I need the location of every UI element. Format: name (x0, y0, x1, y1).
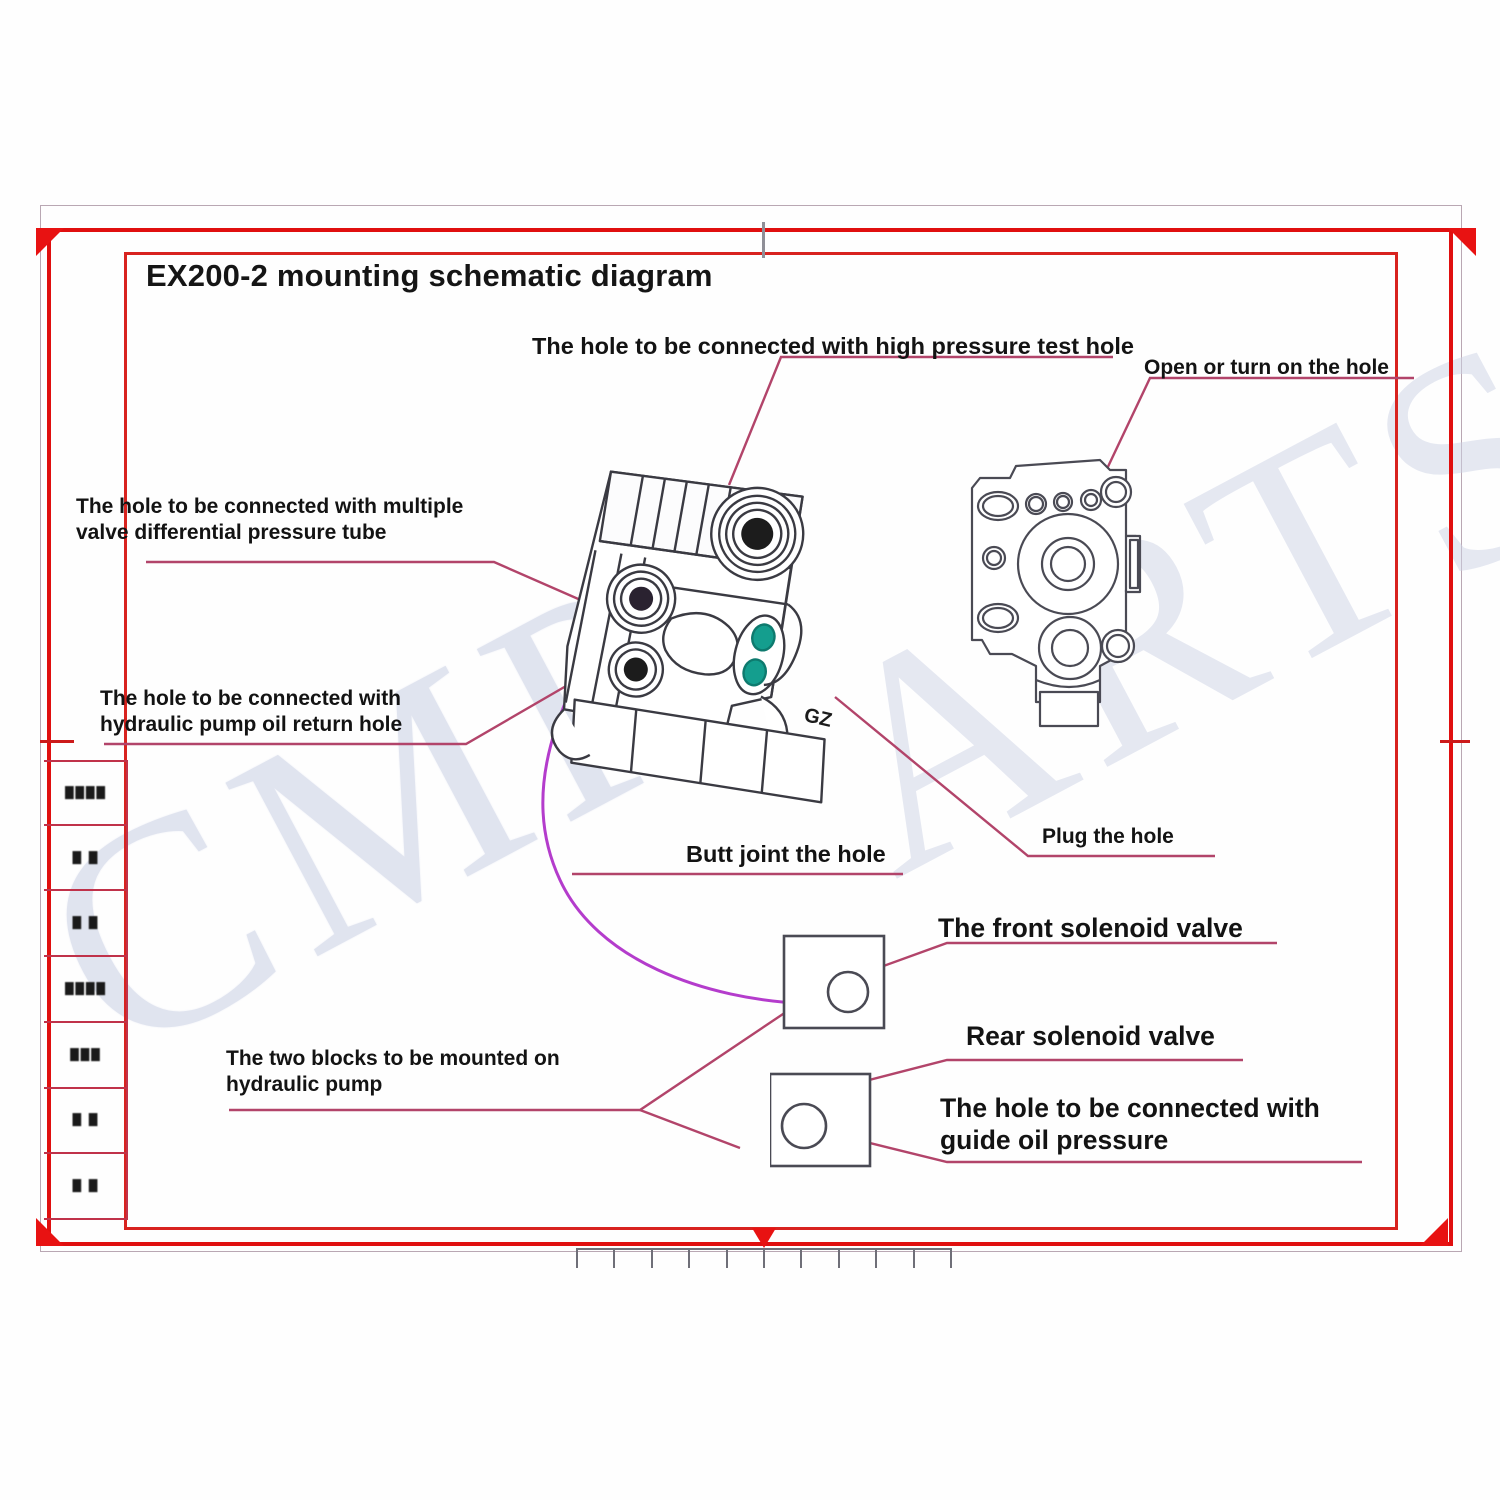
leader-multiple-valve (146, 560, 609, 614)
corner-marker-top-left-icon (36, 228, 64, 256)
valve-block-drawing (550, 470, 826, 804)
leader-rear-solenoid (837, 1058, 1243, 1090)
title-block-row: █ █ (44, 826, 128, 892)
title-block-row-marks: █ █ (72, 851, 100, 865)
ruler-tick (912, 1248, 915, 1268)
title-block-table: █████ ██ █████████ ██ █ (44, 760, 128, 1220)
ruler-tick (763, 1248, 765, 1268)
registration-tick-left (40, 740, 74, 743)
leader-front-solenoid (877, 941, 1277, 970)
title-block-row-marks: █ █ (72, 1113, 100, 1127)
label-plug-the-hole: Plug the hole (1042, 825, 1174, 848)
title-block-row: ███ (44, 1023, 128, 1089)
corner-marker-bottom-right-icon (1420, 1218, 1448, 1246)
ruler-tick (875, 1248, 878, 1268)
leader-two-blocks-lower (639, 1108, 741, 1150)
title-block-row: ████ (44, 957, 128, 1023)
ruler-tick (688, 1248, 691, 1268)
title-block-row: █ █ (44, 1089, 128, 1155)
sheet-outer-border (40, 205, 1462, 1252)
registration-tick-right (1440, 740, 1470, 743)
solenoid-valve-blocks-drawing (770, 934, 886, 1168)
ruler-tick (725, 1248, 728, 1268)
label-high-pressure-test: The hole to be connected with high press… (532, 333, 1134, 359)
ruler-tick (837, 1248, 840, 1268)
label-pump-oil-return: The hole to be connected with hydraulic … (100, 687, 403, 736)
title-block-row-marks: █ █ (72, 1179, 100, 1193)
label-rear-solenoid: Rear solenoid valve (966, 1021, 1215, 1051)
title-block-row: ████ (44, 760, 128, 826)
pump-face-drawing (970, 458, 1142, 728)
drawing-frame-border (47, 228, 1453, 1246)
ruler-tick (576, 1248, 578, 1268)
title-block-row-marks: █ █ (72, 916, 100, 930)
title-block-row-marks: ████ (65, 786, 107, 800)
corner-marker-top-right-icon (1448, 228, 1476, 256)
title-block-row: █ █ (44, 1154, 128, 1220)
scale-ruler (576, 1228, 952, 1272)
ruler-tick (950, 1248, 952, 1268)
label-front-solenoid: The front solenoid valve (938, 913, 1243, 943)
corner-marker-bottom-left-icon (36, 1218, 64, 1246)
leader-open-turn-on (1094, 376, 1414, 493)
title-block-row-marks: ███ (70, 1048, 102, 1062)
label-multiple-valve: The hole to be connected with multiple v… (76, 495, 464, 544)
label-butt-joint: Butt joint the hole (686, 841, 886, 867)
label-two-blocks: The two blocks to be mounted on hydrauli… (226, 1047, 560, 1096)
label-open-turn-on: Open or turn on the hole (1144, 356, 1389, 379)
ruler-tick (650, 1248, 653, 1268)
title-block-row-marks: ████ (65, 982, 107, 996)
leader-pump-oil-return (104, 658, 612, 746)
page-title: EX200-2 mounting schematic diagram (146, 258, 713, 293)
title-block-divider (126, 760, 128, 1220)
registration-tick-top (762, 222, 765, 258)
ruler-tick (613, 1248, 616, 1268)
label-guide-oil-pressure: The hole to be connected with guide oil … (940, 1093, 1320, 1156)
leader-plug-the-hole (834, 696, 1215, 858)
leader-high-pressure-test (727, 355, 1113, 486)
ruler-tick (800, 1248, 803, 1268)
ruler-center-arrow-icon (752, 1228, 776, 1248)
title-block-row: █ █ (44, 891, 128, 958)
